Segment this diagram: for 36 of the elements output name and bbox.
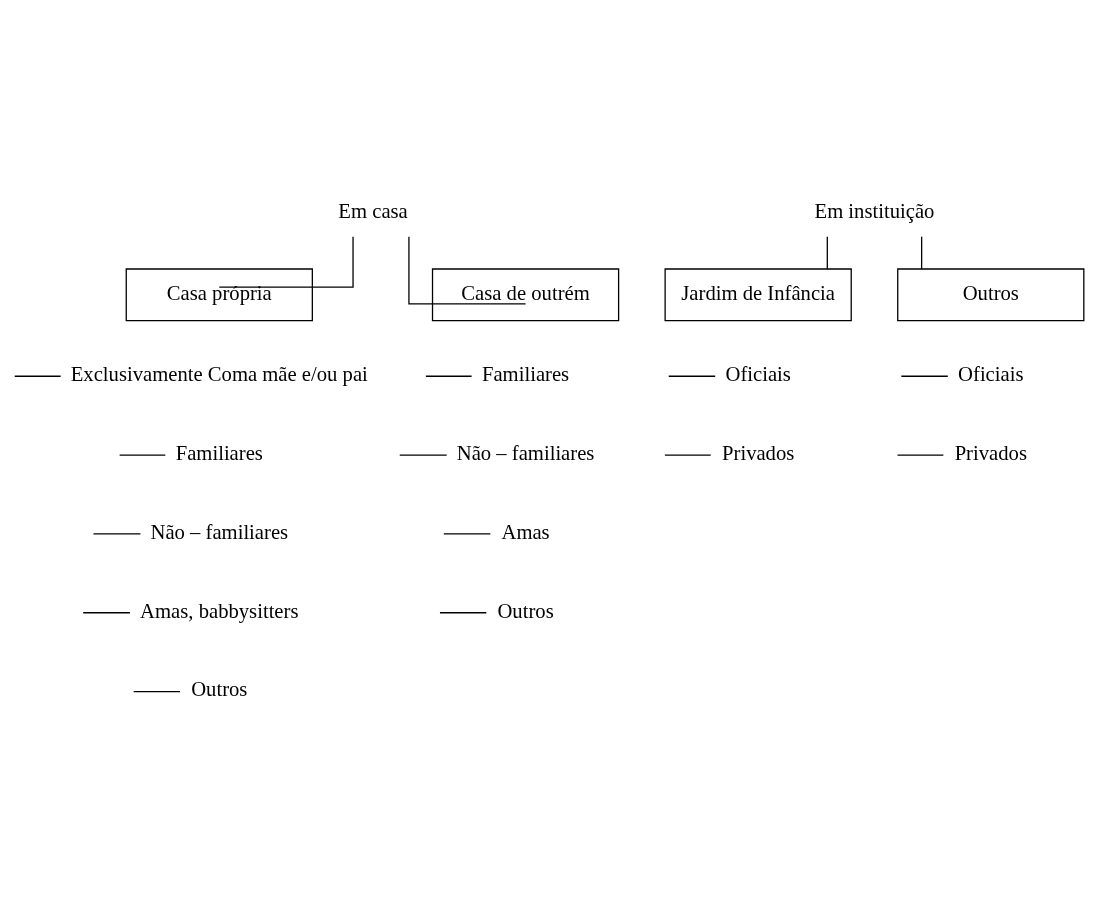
node-text: Amas — [501, 520, 550, 543]
connector — [82, 611, 131, 613]
node-text: Privados — [954, 441, 1027, 464]
node-text: Privados — [722, 441, 795, 464]
node-text: Outros — [497, 599, 554, 622]
connector — [896, 453, 944, 456]
connector — [399, 453, 448, 456]
node-box: Casa própria — [125, 267, 313, 321]
node-text: Em casa — [338, 199, 408, 222]
node-text: Familiares — [481, 362, 570, 385]
connector — [826, 235, 828, 270]
node-text: Exclusivamente Coma mãe e/ou pai — [70, 362, 368, 385]
node-box: Casa de outrém — [431, 267, 620, 321]
connector — [425, 375, 473, 377]
node-box: Jardim de Infância — [664, 267, 852, 321]
connector — [119, 453, 166, 456]
node-text: Não – familiares — [150, 520, 289, 543]
node-text: Outros — [191, 677, 248, 700]
connector — [133, 690, 181, 692]
connector — [218, 235, 354, 288]
node-text: Amas, babbysitters — [140, 599, 299, 622]
node-box: Outros — [897, 267, 1085, 321]
connector — [664, 453, 712, 456]
connector — [408, 235, 527, 305]
connector — [668, 375, 716, 377]
node-text: Familiares — [175, 441, 263, 464]
connector — [921, 235, 923, 270]
node-text: Não – familiares — [456, 441, 595, 464]
node-text: Oficiais — [725, 362, 791, 385]
connector — [443, 532, 491, 535]
connector — [900, 375, 949, 377]
node-text: Oficiais — [958, 362, 1024, 385]
connector — [439, 611, 487, 613]
node-text: Em instituição — [814, 199, 935, 222]
connector — [14, 375, 62, 377]
connector — [92, 532, 142, 535]
